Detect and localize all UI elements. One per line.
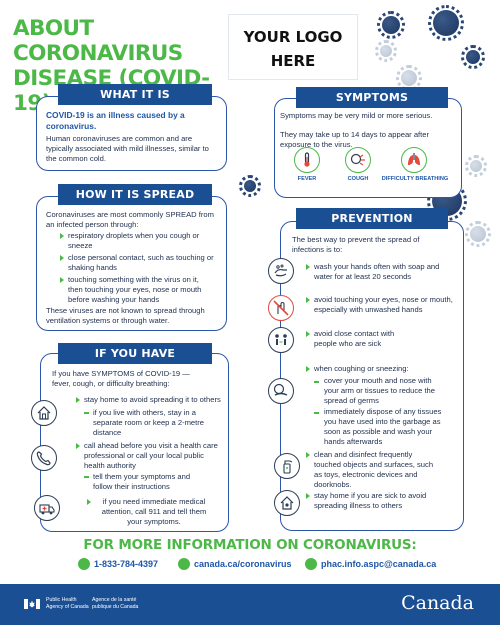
what-it-is-body: Human coronaviruses are common and are t… xyxy=(46,134,209,163)
lungs-icon xyxy=(401,147,427,173)
prevention-item-4-sub-1: cover your mouth and nose with your arm … xyxy=(324,376,436,405)
symptoms-line-2: They may take up to 14 days to appear af… xyxy=(280,130,430,149)
logo-line-2: HERE xyxy=(270,52,316,70)
if-symptoms-intro: If you have SYMPTOMS of COVID-19 — fever… xyxy=(52,369,190,388)
if-symptoms-bullet-1-sub: if you live with others, stay in a separ… xyxy=(93,408,205,437)
if-symptoms-header: IF YOU HAVE SYMPTOMS xyxy=(58,343,212,381)
title-line-1: ABOUT CORONAVIRUS xyxy=(13,16,183,66)
symptom-label-cough: COUGH xyxy=(347,176,369,182)
prevention-item-3: avoid close contact with people who are … xyxy=(314,329,395,348)
bullet-arrow-icon xyxy=(60,255,64,261)
prevention-intro: The best way to prevent the spread of in… xyxy=(292,235,420,254)
spread-panel xyxy=(36,196,227,331)
sneeze-icon xyxy=(268,378,294,404)
spread-intro: Coronaviruses are most commonly SPREAD f… xyxy=(46,210,214,229)
more-info-title: FOR MORE INFORMATION ON CORONAVIRUS: xyxy=(83,537,417,553)
bullet-arrow-icon xyxy=(306,493,310,499)
thermometer-icon xyxy=(294,147,320,173)
if-symptoms-bullet-2: call ahead before you visit a health car… xyxy=(84,441,218,470)
no-touch-face-icon xyxy=(268,295,294,321)
agency-en-line-2: Agency of Canada xyxy=(46,603,89,610)
prevention-header: PREVENTION xyxy=(296,208,448,229)
agency-name-fr: Agence de la santé publique du Canada xyxy=(92,597,138,610)
agency-fr-line-2: publique du Canada xyxy=(92,603,139,610)
bullet-arrow-icon xyxy=(306,452,310,458)
virus-decoration-icon xyxy=(239,175,261,197)
web-contact[interactable]: canada.ca/coronavirus xyxy=(178,557,292,571)
canada-wordmark: Canada xyxy=(401,592,474,614)
hand-washing-icon xyxy=(268,258,294,284)
agency-fr-line-1: Agence de la santé xyxy=(92,597,137,603)
bullet-arrow-icon xyxy=(60,277,64,283)
virus-decoration-icon xyxy=(396,65,422,91)
virus-decoration-icon xyxy=(375,40,397,62)
what-it-is-header: WHAT IT IS xyxy=(58,84,212,105)
footer-bar: Public Health Agency of Canada Agence de… xyxy=(0,584,500,625)
bullet-arrow-icon xyxy=(76,397,80,403)
prevention-item-2: avoid touching your eyes, nose or mouth,… xyxy=(314,295,453,314)
symptom-label-fever: FEVER xyxy=(297,176,317,182)
web-link[interactable]: canada.ca/coronavirus xyxy=(194,559,292,569)
logo-placeholder: YOUR LOGO HERE xyxy=(228,14,358,80)
canada-flag-icon xyxy=(24,599,40,609)
what-it-is-lead: COVID-19 is an illness caused by a coron… xyxy=(46,110,185,131)
symptoms-header: SYMPTOMS xyxy=(296,87,448,108)
if-symptoms-bullet-2-sub: tell them your symptoms and follow their… xyxy=(93,472,191,491)
phone-contact[interactable]: 1-833-784-4397 xyxy=(78,557,158,571)
bullet-arrow-icon xyxy=(306,366,310,372)
prevention-item-5: clean and disinfect frequently touched o… xyxy=(314,450,434,489)
bullet-arrow-icon xyxy=(306,331,310,337)
cough-icon xyxy=(345,147,371,173)
house-icon xyxy=(31,400,57,426)
web-icon xyxy=(178,557,190,570)
spread-bullet-1: respiratory droplets when you cough or s… xyxy=(68,231,200,250)
agency-name-en: Public Health Agency of Canada xyxy=(46,597,89,610)
spread-outro: These viruses are not known to spread th… xyxy=(46,306,205,325)
what-it-is-panel xyxy=(36,96,227,171)
sub-bullet-dash xyxy=(314,412,319,414)
phone-icon xyxy=(31,445,57,471)
virus-decoration-icon xyxy=(465,221,491,247)
prevention-item-1: wash your hands often with soap and wate… xyxy=(314,262,440,281)
email-contact[interactable]: phac.info.aspc@canada.ca xyxy=(305,557,436,571)
virus-decoration-icon xyxy=(461,45,485,69)
symptoms-line-1: Symptoms may be very mild or more seriou… xyxy=(280,111,433,120)
virus-decoration-icon xyxy=(377,11,405,39)
bullet-arrow-icon xyxy=(60,233,64,239)
sub-bullet-dash xyxy=(84,476,89,478)
if-symptoms-panel xyxy=(40,353,229,532)
prevention-item-4-sub-2: immediately dispose of any tissues you h… xyxy=(324,407,442,446)
virus-decoration-icon xyxy=(428,5,464,41)
logo-line-1: YOUR LOGO xyxy=(243,28,343,46)
bullet-arrow-icon xyxy=(306,264,310,270)
spread-header: HOW IT IS SPREAD xyxy=(58,184,212,205)
prevention-item-6: stay home if you are sick to avoid sprea… xyxy=(314,491,427,510)
symptom-label-difficulty-breathing: DIFFICULTY BREATHING xyxy=(381,176,449,182)
agency-en-line-1: Public Health xyxy=(46,597,77,603)
if-symptoms-bullet-1: stay home to avoid spreading it to other… xyxy=(84,395,221,404)
spray-bottle-icon xyxy=(274,453,300,479)
spread-bullet-2: close personal contact, such as touching… xyxy=(68,253,214,272)
bullet-arrow-icon xyxy=(306,297,310,303)
bullet-arrow-icon xyxy=(76,443,80,449)
if-symptoms-bullet-3: if you need immediate medical attention,… xyxy=(101,497,207,526)
phone-icon xyxy=(78,557,90,570)
spread-bullet-3: touching something with the virus on it,… xyxy=(68,275,202,304)
stay-home-icon xyxy=(274,490,300,516)
email-icon xyxy=(305,557,317,570)
prevention-panel xyxy=(280,221,464,531)
bullet-arrow-icon xyxy=(87,499,91,505)
distancing-icon xyxy=(268,327,294,353)
sub-bullet-dash xyxy=(314,381,319,383)
phone-number[interactable]: 1-833-784-4397 xyxy=(94,559,159,569)
ambulance-icon xyxy=(34,495,60,521)
email-link[interactable]: phac.info.aspc@canada.ca xyxy=(321,559,437,569)
sub-bullet-dash xyxy=(84,412,89,414)
prevention-item-4: when coughing or sneezing: xyxy=(314,364,409,373)
virus-decoration-icon xyxy=(465,155,487,177)
